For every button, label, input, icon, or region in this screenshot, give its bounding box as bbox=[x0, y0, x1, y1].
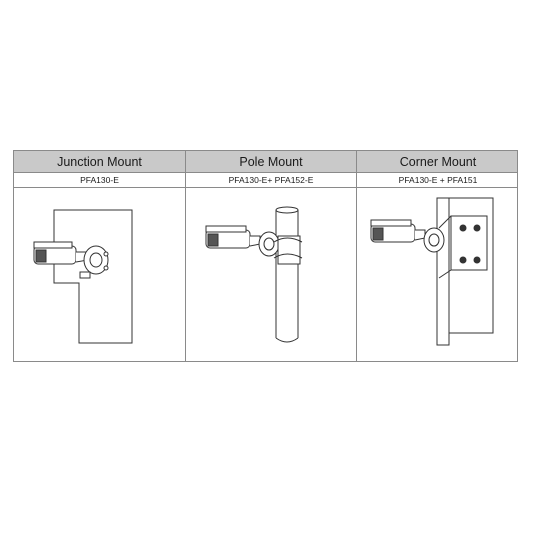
pole-bracket bbox=[277, 235, 301, 265]
part-cell-pole: PFA130-E+ PFA152-E bbox=[185, 173, 356, 187]
part-cell-corner: PFA130-E + PFA151 bbox=[356, 173, 519, 187]
header-junction-mount: Junction Mount bbox=[57, 154, 142, 169]
corner-bracket bbox=[450, 215, 488, 271]
camera-sunshade bbox=[33, 241, 73, 249]
camera-arm bbox=[249, 235, 261, 247]
table-part-row: PFA130-E PFA130-E+ PFA152-E PFA130-E + P… bbox=[14, 173, 517, 188]
corner-mount-illustration bbox=[356, 188, 520, 361]
part-number-pole: PFA130-E+ PFA152-E bbox=[228, 175, 314, 185]
header-corner-mount: Corner Mount bbox=[399, 154, 477, 169]
header-cell-pole: Pole Mount bbox=[185, 151, 356, 172]
camera-lens bbox=[372, 227, 384, 241]
mount-options-table: Junction Mount Pole Mount Corner Mount P… bbox=[13, 150, 518, 362]
wall-panel bbox=[53, 209, 133, 344]
table-header-row: Junction Mount Pole Mount Corner Mount bbox=[14, 151, 517, 173]
camera-sunshade bbox=[205, 225, 247, 233]
header-cell-junction: Junction Mount bbox=[14, 151, 185, 172]
junction-mount-illustration bbox=[14, 188, 185, 361]
pole-mount-illustration bbox=[185, 188, 357, 361]
part-cell-junction: PFA130-E bbox=[14, 173, 185, 187]
junction-mount-drawing bbox=[33, 209, 133, 344]
part-number-junction: PFA130-E bbox=[80, 175, 119, 185]
camera-lens bbox=[207, 233, 219, 247]
pole-mount-drawing bbox=[205, 206, 303, 343]
part-number-corner: PFA130-E + PFA151 bbox=[398, 175, 478, 185]
camera-lens bbox=[35, 249, 47, 263]
corner-mount-drawing bbox=[370, 197, 494, 346]
header-cell-corner: Corner Mount bbox=[356, 151, 519, 172]
camera-arm bbox=[414, 229, 426, 241]
header-pole-mount: Pole Mount bbox=[239, 154, 303, 169]
camera-sunshade bbox=[370, 219, 412, 227]
table-illustration-row bbox=[14, 188, 517, 361]
pole bbox=[275, 210, 299, 338]
